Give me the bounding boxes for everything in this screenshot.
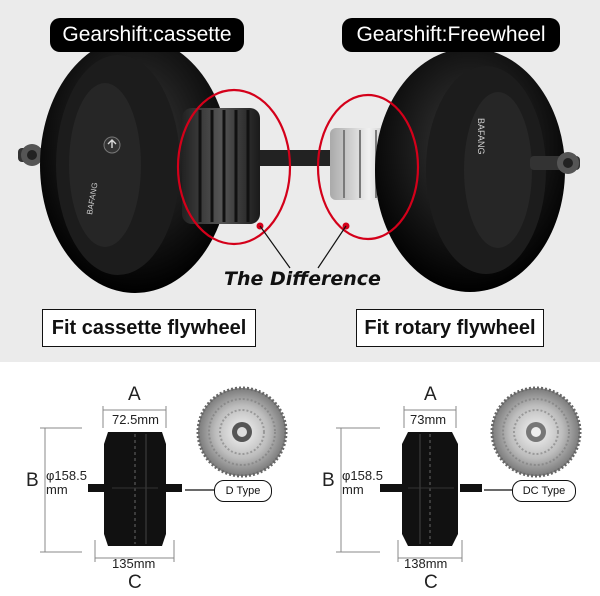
right-bottom-dimension: 138mm — [404, 556, 448, 571]
left-pointer-line — [259, 225, 291, 269]
right-highlight-ring — [316, 93, 420, 241]
left-hub-motor — [18, 37, 300, 293]
left-top-dimension: 72.5mm — [112, 412, 159, 427]
right-top-dimension: 73mm — [410, 412, 447, 427]
fit-rotary-label: Fit rotary flywheel — [356, 309, 544, 347]
dc-type-badge: DC Type — [512, 480, 576, 502]
left-dimension-diagram — [40, 406, 182, 562]
left-label-b: B — [26, 470, 39, 491]
right-brand-text: BAFANG — [476, 118, 486, 155]
left-diameter-unit: mm — [46, 482, 68, 497]
right-dimension-diagram — [336, 406, 482, 562]
left-highlight-ring — [176, 88, 292, 246]
left-bottom-dimension: 135mm — [112, 556, 156, 571]
left-label-c: C — [128, 572, 142, 593]
right-freewheel-image — [490, 386, 582, 478]
left-cassette-image — [196, 386, 288, 478]
difference-caption: The Difference — [224, 268, 381, 290]
d-type-badge: D Type — [214, 480, 272, 502]
right-diameter: φ158.5 — [342, 468, 383, 483]
left-label-a: A — [128, 384, 141, 405]
right-label-a: A — [424, 384, 437, 405]
gearshift-cassette-label: Gearshift:cassette — [50, 18, 244, 52]
right-pointer-line — [317, 225, 347, 269]
right-label-b: B — [322, 470, 335, 491]
left-diameter: φ158.5 — [46, 468, 87, 483]
gearshift-freewheel-label: Gearshift:Freewheel — [342, 18, 560, 52]
right-hub-motor — [300, 48, 580, 292]
right-diameter-unit: mm — [342, 482, 364, 497]
fit-cassette-label: Fit cassette flywheel — [42, 309, 256, 347]
right-label-c: C — [424, 572, 438, 593]
